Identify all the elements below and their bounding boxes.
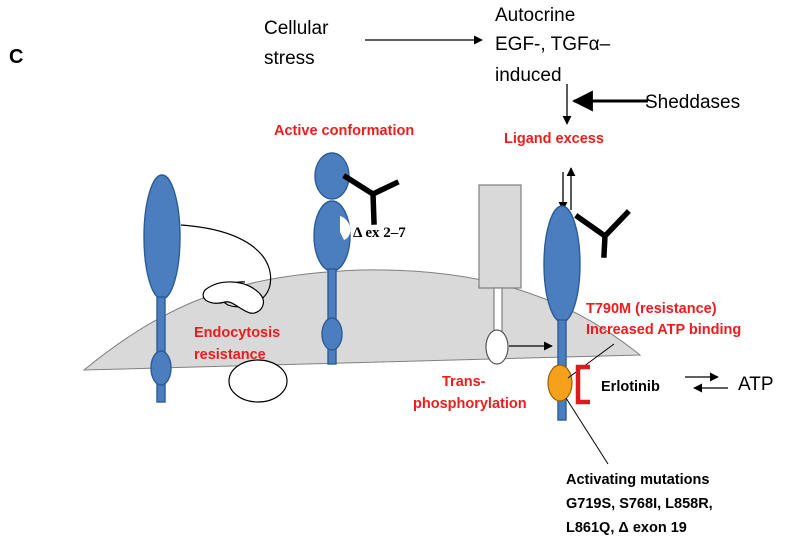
receptor-grey [478, 184, 522, 365]
atp-label: ATP [738, 374, 774, 395]
t790m-label: T790M (resistance) Increased ATP binding [586, 301, 741, 338]
panel-letter: C [9, 46, 23, 68]
sheddases-label: Sheddases [645, 92, 740, 113]
receptor-wild-type [143, 174, 181, 403]
kinase-mutation-site [547, 364, 573, 402]
active-conformation-label: Active conformation [274, 123, 414, 139]
antibody-mark-left [342, 173, 400, 225]
erlotinib-label: Erlotinib [601, 379, 660, 395]
endocytosis-label: Endocytosis resistance [194, 325, 284, 363]
receptor-mutant [543, 205, 581, 421]
endocytic-vesicle [202, 281, 264, 314]
autocrine-label: Autocrine EGF-, TGFα– induced [495, 5, 615, 86]
vesicle-circle [228, 359, 288, 403]
activating-pointer [565, 397, 609, 465]
delta-ex-label: Δ ex 2–7 [353, 225, 406, 241]
antibody-mark-right [574, 209, 631, 258]
cellular-stress-label: Cellular stress [264, 18, 334, 69]
receptor-delta-ex [313, 152, 351, 365]
trans-phos-label: Trans- phosphorylation [413, 374, 527, 412]
ligand-excess-label: Ligand excess [504, 131, 604, 147]
erlotinib-bracket [575, 364, 590, 405]
t790m-pointer [567, 343, 615, 379]
activating-mutations-label: Activating mutations G719S, S768I, L858R… [566, 472, 717, 536]
